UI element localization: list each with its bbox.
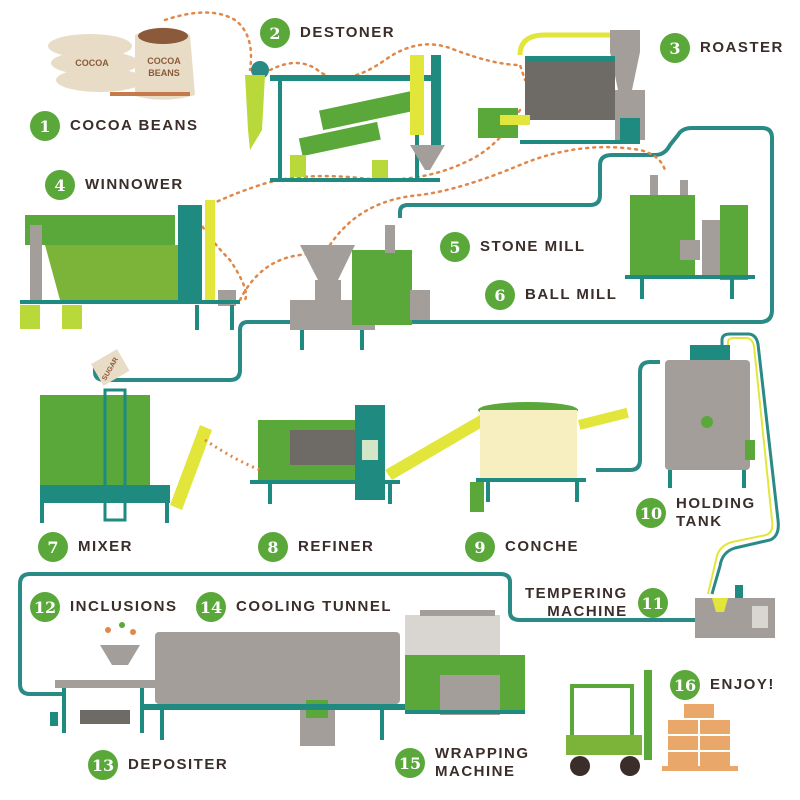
step-9: 9 CONCHE <box>465 532 579 562</box>
step-11-label-line2: MACHINE <box>547 603 628 620</box>
step-16: 16 ENJOY! <box>670 670 775 700</box>
step-4-label: WINNOWER <box>85 176 184 193</box>
roaster-illustration <box>478 30 645 144</box>
step-11-label: TEMPERING MACHINE <box>525 585 628 621</box>
step-3: 3 ROASTER <box>660 33 784 63</box>
step-14-label: COOLING TUNNEL <box>236 598 392 615</box>
step-12-label: INCLUSIONS <box>70 598 178 615</box>
step-9-label: CONCHE <box>505 538 580 555</box>
step-3-badge: 3 <box>660 33 690 63</box>
step-15-label-line1: WRAPPING <box>435 745 530 762</box>
step-4-badge: 4 <box>45 170 75 200</box>
step-13-label: DEPOSITER <box>128 756 229 773</box>
cooling-tunnel-illustration <box>140 632 410 746</box>
step-10-label: HOLDING TANK <box>676 495 756 531</box>
step-13: 13 DEPOSITER <box>88 750 228 780</box>
step-1-label: COCOA BEANS <box>70 117 199 134</box>
step-4: 4 WINNOWER <box>45 170 184 200</box>
step-7-badge: 7 <box>38 532 68 562</box>
process-pipe-conche <box>596 360 660 472</box>
sack-text-beans: BEANS <box>148 68 180 78</box>
wrapping-machine-illustration <box>405 610 525 715</box>
step-5-badge: 5 <box>440 232 470 262</box>
winnower-illustration <box>20 200 240 330</box>
step-5-label: STONE MILL <box>480 238 586 255</box>
step-5: 5 STONE MILL <box>440 232 586 262</box>
holding-tank-pipe-yellow <box>707 337 774 595</box>
step-15-label: WRAPPING MACHINE <box>435 745 530 781</box>
destoner-illustration <box>245 55 445 182</box>
bag-text-cocoa: COCOA <box>75 58 109 68</box>
process-pipe-tempering <box>18 572 700 696</box>
step-10-label-line1: HOLDING <box>676 495 756 512</box>
step-1: 1 COCOA BEANS <box>30 111 198 141</box>
refiner-illustration <box>204 405 486 504</box>
step-15-badge: 15 <box>395 748 425 778</box>
step-8: 8 REFINER <box>258 532 374 562</box>
step-16-badge: 16 <box>670 670 700 700</box>
step-13-badge: 13 <box>88 750 118 780</box>
conche-illustration <box>470 402 629 512</box>
sack-text-cocoa: COCOA <box>147 56 181 66</box>
step-15-label-line2: MACHINE <box>435 763 516 780</box>
forklift-illustration <box>566 670 738 776</box>
holding-tank-pipe <box>710 332 780 595</box>
step-6-label: BALL MILL <box>525 286 618 303</box>
step-2-label: DESTONER <box>300 24 396 41</box>
step-8-label: REFINER <box>298 538 375 555</box>
step-8-badge: 8 <box>258 532 288 562</box>
tempering-machine-illustration <box>695 585 775 638</box>
step-11: TEMPERING MACHINE 11 <box>525 585 668 621</box>
step-3-label: ROASTER <box>700 39 784 56</box>
step-10-badge: 10 <box>636 498 666 528</box>
step-14-badge: 14 <box>196 592 226 622</box>
step-1-badge: 1 <box>30 111 60 141</box>
step-2-badge: 2 <box>260 18 290 48</box>
step-7-label: MIXER <box>78 538 134 555</box>
step-10: 10 HOLDING TANK <box>636 495 756 531</box>
ball-mill-illustration <box>625 175 755 299</box>
step-11-label-line1: TEMPERING <box>525 585 628 602</box>
step-9-badge: 9 <box>465 532 495 562</box>
stone-mill-illustration <box>290 225 430 350</box>
mixer-illustration: SUGAR <box>40 349 212 523</box>
step-14: 14 COOLING TUNNEL <box>196 592 392 622</box>
step-7: 7 MIXER <box>38 532 133 562</box>
step-2: 2 DESTONER <box>260 18 395 48</box>
step-12: 12 INCLUSIONS <box>30 592 178 622</box>
depositer-illustration <box>50 622 155 733</box>
step-15: 15 WRAPPING MACHINE <box>395 745 530 781</box>
step-6-badge: 6 <box>485 280 515 310</box>
step-10-label-line2: TANK <box>676 513 723 530</box>
step-16-label: ENJOY! <box>710 676 775 693</box>
step-11-badge: 11 <box>637 588 668 618</box>
step-6: 6 BALL MILL <box>485 280 617 310</box>
step-12-badge: 12 <box>30 592 60 622</box>
holding-tank-illustration <box>665 345 755 488</box>
cocoa-beans-illustration: COCOA COCOA BEANS <box>48 27 195 100</box>
process-pipe <box>93 126 774 382</box>
